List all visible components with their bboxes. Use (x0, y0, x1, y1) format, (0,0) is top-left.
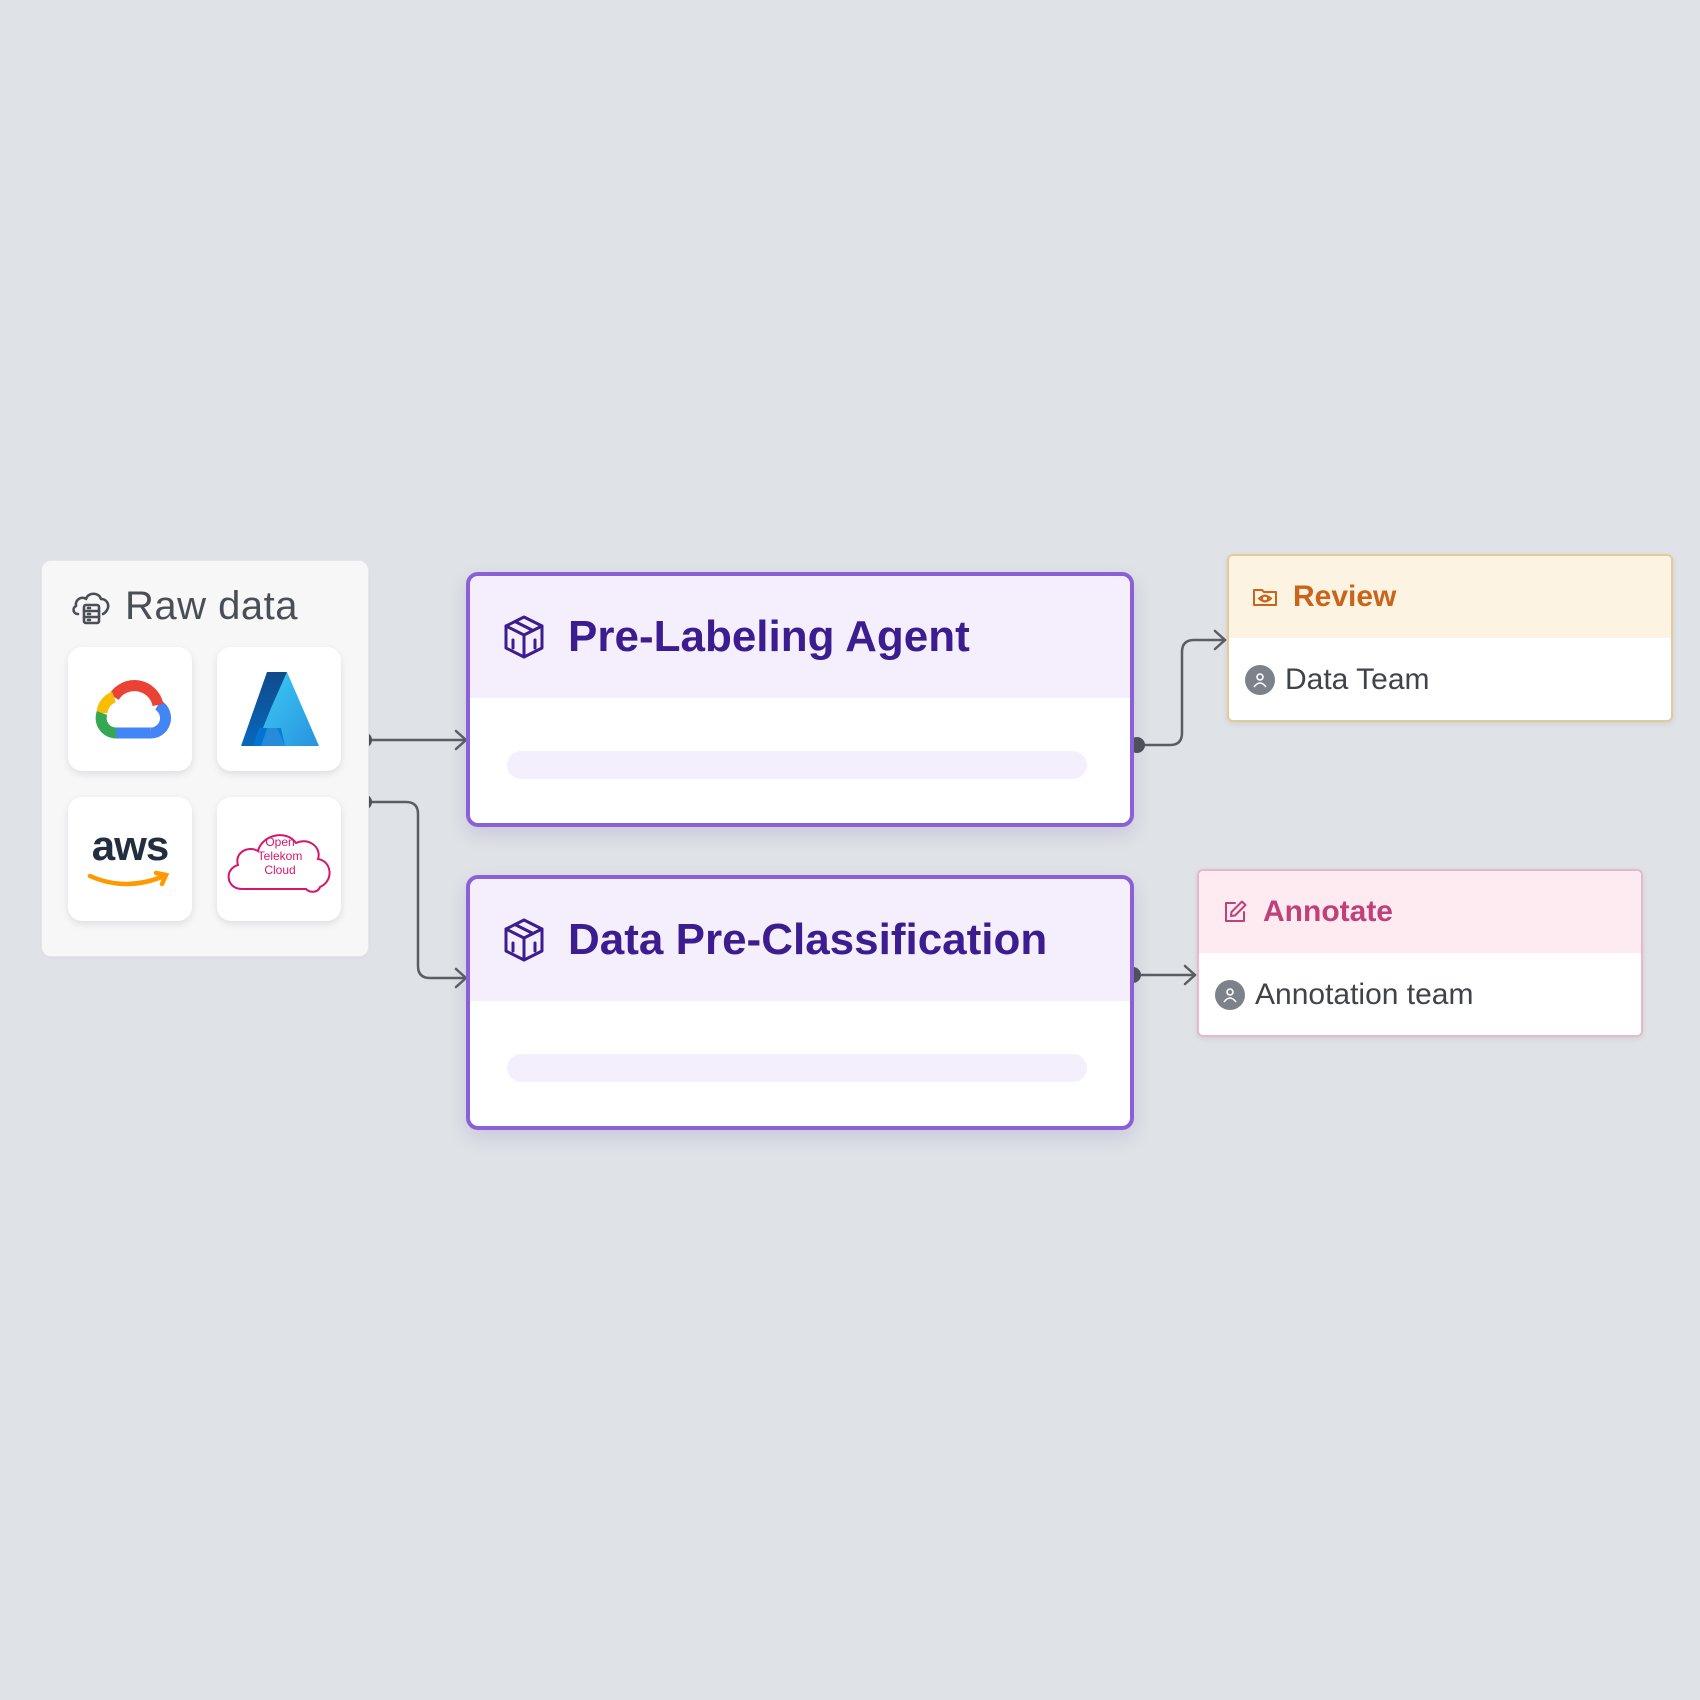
azure-logo (241, 672, 319, 746)
task-header: Review (1229, 556, 1671, 638)
team-label: Data Team (1285, 663, 1430, 696)
task-card-annotate[interactable]: Annotate Annotation team (1197, 869, 1643, 1037)
cloud-database-icon (72, 592, 110, 625)
raw-data-panel: Raw data (41, 560, 369, 957)
agent-title: Pre-Labeling Agent (568, 612, 970, 661)
cloud-outline-icon (227, 834, 331, 893)
otc-line-3: Cloud (264, 863, 296, 877)
agent-card-data-pre-classification[interactable]: Data Pre-Classification (466, 875, 1134, 1130)
raw-data-title: Raw data (125, 583, 298, 628)
aws-logo: aws (86, 822, 174, 890)
user-avatar-icon (1245, 665, 1275, 695)
open-telekom-cloud-logo: Open Telekom Cloud (220, 819, 338, 899)
open-telekom-cloud-tile[interactable]: Open Telekom Cloud (217, 797, 341, 921)
raw-data-header: Raw data (69, 583, 298, 629)
agent-card-pre-labeling[interactable]: Pre-Labeling Agent (466, 572, 1134, 827)
task-card-review[interactable]: Review Data Team (1227, 554, 1673, 722)
placeholder-bar (507, 751, 1087, 779)
connector-prelabeling-to-review (1135, 638, 1227, 747)
placeholder-bar (507, 1054, 1087, 1082)
task-assignee: Annotation team (1199, 953, 1641, 1035)
cube-icon (504, 615, 544, 659)
connector-raw-to-preclassification (362, 800, 468, 980)
folder-eye-icon (1253, 589, 1277, 606)
task-title: Annotate (1263, 895, 1393, 928)
cube-icon (504, 918, 544, 962)
google-cloud-tile[interactable] (68, 647, 192, 771)
aws-wordmark: aws (91, 822, 169, 869)
agent-card-header: Data Pre-Classification (470, 879, 1130, 1001)
azure-tile[interactable] (217, 647, 341, 771)
otc-line-1: Open (265, 835, 295, 849)
task-assignee: Data Team (1229, 638, 1671, 720)
otc-label: Open Telekom Cloud (220, 835, 340, 877)
user-avatar-icon (1215, 980, 1245, 1010)
agent-title: Data Pre-Classification (568, 915, 1048, 964)
google-cloud-logo (95, 680, 172, 739)
aws-smile-icon (87, 870, 170, 887)
task-header: Annotate (1199, 871, 1641, 953)
edit-icon (1225, 900, 1247, 922)
agent-card-header: Pre-Labeling Agent (470, 576, 1130, 698)
otc-line-2: Telekom (257, 849, 303, 863)
aws-tile[interactable]: aws (68, 797, 192, 921)
task-title: Review (1293, 580, 1397, 613)
team-label: Annotation team (1255, 978, 1474, 1011)
